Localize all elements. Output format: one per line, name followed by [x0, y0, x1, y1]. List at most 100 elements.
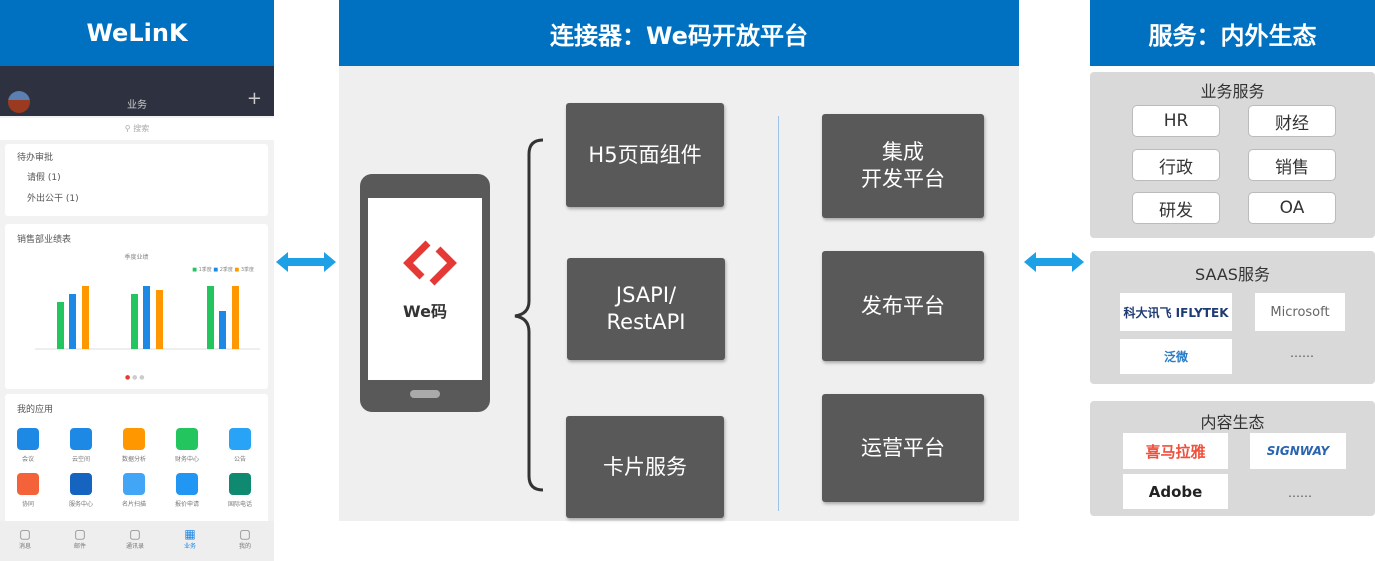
- nav-label: 业务: [183, 543, 196, 550]
- adobe-logo: Adobe: [1123, 474, 1228, 509]
- search-bar[interactable]: ⚲ 搜索: [0, 118, 274, 140]
- saas-panel: SAAS服务 科大讯飞 IFLYTEK Microsoft 泛微 ……: [1090, 251, 1375, 384]
- app-label: 云空间: [71, 456, 90, 463]
- add-icon[interactable]: +: [246, 88, 262, 109]
- service-sales: 销售: [1248, 149, 1336, 181]
- app-icon[interactable]: [70, 428, 92, 450]
- content-title: 内容生态: [1200, 413, 1265, 432]
- app-icon[interactable]: [176, 428, 198, 450]
- bars: [57, 286, 239, 349]
- right-header: 服务：内外生态: [1090, 0, 1375, 66]
- app-icon[interactable]: [229, 473, 251, 495]
- legend-q2: 2季度: [219, 267, 233, 273]
- app-label: 公告: [233, 456, 246, 463]
- welink-phone-screen: 业务 + ⚲ 搜索 待办审批 请假 (1) 外出公干 (1) 销售部业绩表 季度…: [0, 66, 274, 561]
- nav-icon: ▦: [184, 527, 196, 541]
- app-label: 报价申请: [174, 501, 199, 508]
- welink-header: WeLinK: [0, 0, 274, 66]
- business-title: 业务服务: [1200, 82, 1265, 101]
- operation-platform-box: 运营平台: [822, 394, 984, 502]
- nav-tab[interactable]: ▢ 我的: [230, 527, 260, 550]
- nav-icon: ▢: [19, 527, 31, 541]
- home-button: [410, 390, 440, 398]
- nav-icon: ▢: [74, 527, 86, 541]
- app-label: 财务中心: [174, 456, 199, 463]
- card-service-box: 卡片服务: [566, 416, 724, 518]
- nav-label: 邮件: [73, 543, 86, 550]
- sales-legend: ■ 1季度 ■ 2季度 ■ 3季度: [192, 267, 254, 273]
- phone-screen: We码: [368, 198, 482, 380]
- we-code-label: We码: [403, 302, 447, 321]
- sales-bar-chart: [35, 286, 260, 350]
- avatar[interactable]: [8, 91, 30, 113]
- microsoft-logo: Microsoft: [1255, 293, 1345, 331]
- right-title: 服务：内外生态: [1148, 21, 1317, 50]
- sales-chart-title: 季度业绩: [124, 254, 149, 261]
- nav-tab[interactable]: ▢ 消息: [10, 527, 40, 550]
- service-oa: OA: [1248, 192, 1336, 224]
- double-arrow-icon: [276, 252, 336, 272]
- signway-logo: SIGNWAY: [1250, 433, 1346, 469]
- apps-title: 我的应用: [17, 405, 54, 415]
- app-icon[interactable]: [17, 428, 39, 450]
- app-label: 会议: [21, 456, 34, 463]
- center-header: 连接器：We码开放平台: [339, 0, 1019, 66]
- app-label: 名片扫描: [121, 501, 146, 508]
- phone-topbar: 业务 +: [0, 66, 274, 116]
- nav-tab[interactable]: ▦ 业务: [175, 527, 205, 550]
- double-arrow-icon: [1024, 252, 1084, 272]
- search-icon: ⚲: [124, 124, 134, 133]
- app-icon[interactable]: [123, 428, 145, 450]
- app-label: 协同: [21, 501, 34, 508]
- search-placeholder: 搜索: [133, 124, 150, 133]
- bottom-nav: ▢ 消息 ▢ 邮件 ▢ 通讯录 ▦ 业务 ▢ 我的: [0, 521, 274, 561]
- nav-icon: ▢: [239, 527, 251, 541]
- pager-dots[interactable]: ● ● ●: [125, 374, 145, 381]
- nav-label: 消息: [18, 543, 31, 550]
- jsapi-restapi-box: JSAPI/ RestAPI: [567, 258, 725, 360]
- center-body: We码 H5页面组件 JSAPI/ RestAPI 卡片服务 集成 开发平台 发…: [339, 66, 1019, 521]
- app-icon[interactable]: [176, 473, 198, 495]
- approval-card[interactable]: 待办审批 请假 (1) 外出公干 (1): [5, 144, 268, 216]
- saas-title: SAAS服务: [1195, 265, 1270, 284]
- app-icon[interactable]: [229, 428, 251, 450]
- approval-item[interactable]: 请假 (1): [27, 173, 61, 183]
- app-label: 国际电话: [227, 501, 252, 508]
- app-label: 数据分析: [121, 456, 146, 463]
- nav-tab[interactable]: ▢ 通讯录: [120, 527, 150, 550]
- app-icon[interactable]: [123, 473, 145, 495]
- app-icon[interactable]: [70, 473, 92, 495]
- publish-platform-box: 发布平台: [822, 251, 984, 361]
- approval-item[interactable]: 外出公干 (1): [27, 194, 79, 204]
- we-code-phone: We码: [360, 174, 490, 412]
- phone-header-title: 业务: [127, 100, 147, 111]
- sales-card[interactable]: 销售部业绩表 季度业绩 ■ 1季度 ■ 2季度 ■ 3季度 ● ● ●: [5, 224, 268, 389]
- apps-card: 我的应用 会议 云空间 数据分析 财务中心 公告协同 服务中心 名片扫描 报价申请 国际电话: [5, 394, 268, 524]
- service-hr: HR: [1132, 105, 1220, 137]
- ximalaya-logo: 喜马拉雅: [1123, 433, 1228, 469]
- content-ecosystem-panel: 内容生态 喜马拉雅 SIGNWAY Adobe ……: [1090, 401, 1375, 516]
- service-admin: 行政: [1132, 149, 1220, 181]
- approval-title: 待办审批: [17, 153, 54, 163]
- nav-icon: ▢: [129, 527, 141, 541]
- welink-title: WeLinK: [86, 19, 188, 47]
- app-label: 服务中心: [68, 501, 93, 508]
- sales-title: 销售部业绩表: [17, 235, 72, 245]
- service-rd: 研发: [1132, 192, 1220, 224]
- nav-label: 我的: [238, 543, 251, 550]
- nav-tab[interactable]: ▢ 邮件: [65, 527, 95, 550]
- nav-label: 通讯录: [125, 543, 144, 550]
- iflytek-logo: 科大讯飞 IFLYTEK: [1120, 293, 1232, 331]
- more-indicator: ……: [1290, 346, 1314, 360]
- integration-dev-platform-box: 集成 开发平台: [822, 114, 984, 218]
- legend-q3: 3季度: [240, 267, 254, 273]
- more-indicator: ……: [1288, 486, 1312, 500]
- legend-q1: 1季度: [198, 267, 212, 273]
- h5-component-box: H5页面组件: [566, 103, 724, 207]
- business-services-panel: 业务服务 HR 财经 行政 销售 研发 OA: [1090, 72, 1375, 238]
- app-icon[interactable]: [17, 473, 39, 495]
- center-title: 连接器：We码开放平台: [550, 21, 808, 50]
- divider: [778, 116, 779, 511]
- we-code-logo-icon: [403, 240, 457, 286]
- bracket: [514, 138, 544, 492]
